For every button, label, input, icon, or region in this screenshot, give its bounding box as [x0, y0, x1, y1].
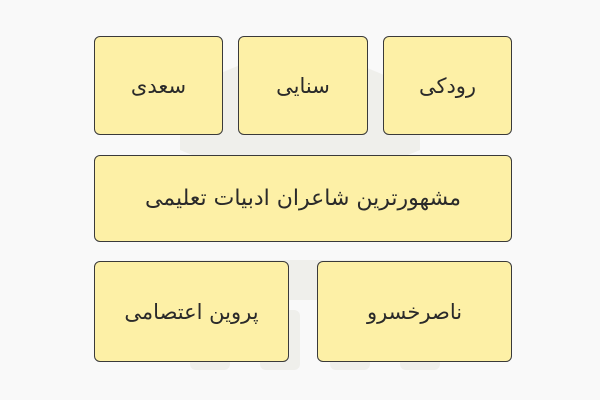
diagram-title: مشهورترین شاعران ادبیات تعلیمی [144, 186, 462, 211]
poet-box-parvin-etesami: پروین اعتصامی [94, 261, 289, 362]
poet-box-rudaki: رودکی [383, 36, 512, 135]
poet-box-saadi: سعدی [94, 36, 223, 135]
poet-label-rudaki: رودکی [418, 73, 477, 98]
poet-box-naser-khosrow: ناصرخسرو [317, 261, 512, 362]
poet-label-saadi: سعدی [130, 73, 187, 98]
poet-label-naser-khosrow: ناصرخسرو [366, 299, 463, 324]
poet-label-sanai: سنایی [276, 73, 330, 98]
poet-label-parvin-etesami: پروین اعتصامی [124, 299, 259, 324]
poet-box-sanai: سنایی [238, 36, 368, 135]
diagram-title-box: مشهورترین شاعران ادبیات تعلیمی [94, 155, 512, 242]
